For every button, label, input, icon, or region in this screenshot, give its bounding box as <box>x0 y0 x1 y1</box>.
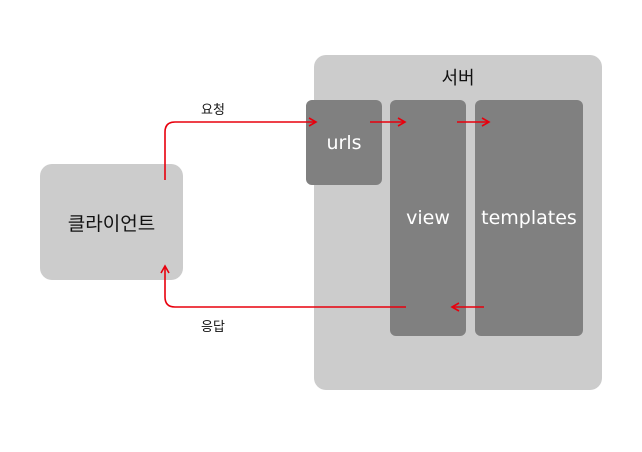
request-label: 요청 <box>201 103 225 118</box>
urls-box: urls <box>306 100 382 185</box>
view-box: view <box>390 100 466 336</box>
server-title: 서버 <box>441 68 475 89</box>
client-label: 클라이언트 <box>67 212 156 235</box>
view-label: view <box>406 207 450 229</box>
urls-label: urls <box>326 131 362 154</box>
request-arrow <box>164 117 318 180</box>
templates-label: templates <box>481 207 577 229</box>
response-label: 응답 <box>201 320 225 335</box>
templates-box: templates <box>475 100 583 336</box>
client-box: 클라이언트 <box>40 164 183 280</box>
